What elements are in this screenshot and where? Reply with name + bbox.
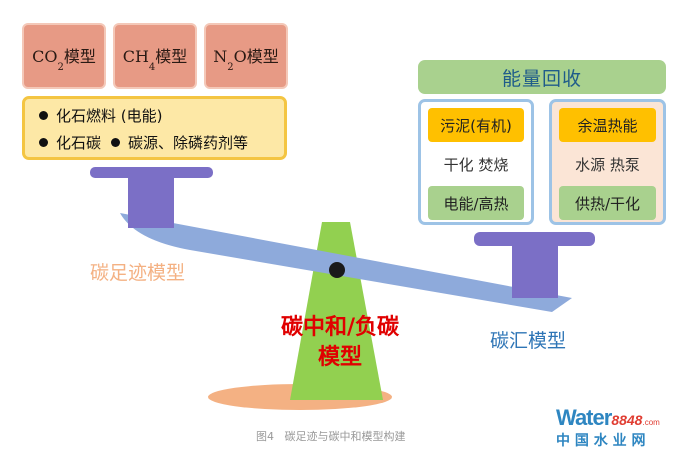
ch4-model-label: CH4模型 xyxy=(122,46,188,74)
balance-beam xyxy=(120,213,572,312)
heat-panel: 余温热能 水源 热泵 供热/干化 xyxy=(549,99,666,225)
sludge-process-text: 干化 焚烧 xyxy=(443,156,509,174)
carbon-neutral-label: 碳中和/负碳 模型 xyxy=(280,315,400,370)
fossil-carbon-label: 化石碳 xyxy=(56,134,102,152)
heat-pump-text: 水源 热泵 xyxy=(575,156,640,174)
carbon-footprint-text: 碳足迹模型 xyxy=(90,262,186,284)
residual-heat-chip: 余温热能 xyxy=(559,108,656,142)
watermark-cn-text: 中 国 水 业 网 xyxy=(556,433,646,449)
sludge-chip: 污泥(有机) xyxy=(428,108,524,142)
pivot-dot xyxy=(329,262,345,278)
fulcrum-cone xyxy=(290,222,383,400)
power-heat-label: 电能/高热 xyxy=(443,194,509,213)
carbon-sink-text: 碳汇模型 xyxy=(490,330,567,352)
figure-caption: 图4 碳足迹与碳中和模型构建 xyxy=(256,430,406,443)
bullet-icon xyxy=(111,138,121,147)
heating-drying-label: 供热/干化 xyxy=(574,194,641,213)
sludge-label: 污泥(有机) xyxy=(440,116,512,135)
left-stand-top xyxy=(90,167,213,178)
sludge-panel: 污泥(有机) 干化 焚烧 电能/高热 xyxy=(418,99,534,225)
fuel-item-label: 化石燃料 (电能) xyxy=(56,107,163,125)
n2o-model-box: N2O模型 xyxy=(204,23,288,89)
carbon-sink-label: 碳汇模型 xyxy=(490,326,566,353)
watermark-brand: Water xyxy=(556,405,612,430)
co2-model-label: CO2模型 xyxy=(32,46,96,74)
right-stand-top xyxy=(474,232,595,246)
bullet-row-fuel: 化石燃料 (电能) xyxy=(39,102,284,129)
emission-sources-box: 化石燃料 (电能) 化石碳 碳源、除磷药剂等 xyxy=(22,96,287,160)
energy-recovery-title: 能量回收 xyxy=(418,60,666,94)
bullet-icon xyxy=(39,111,48,120)
sludge-process-label: 干化 焚烧 xyxy=(421,154,531,175)
power-heat-chip: 电能/高热 xyxy=(428,186,524,220)
watermark-number: 8848 xyxy=(611,412,643,428)
bullet-row-carbon: 化石碳 碳源、除磷药剂等 xyxy=(39,129,284,156)
carbon-footprint-label: 碳足迹模型 xyxy=(90,258,185,285)
co2-model-box: CO2模型 xyxy=(22,23,106,89)
heating-drying-chip: 供热/干化 xyxy=(559,186,656,220)
energy-recovery-title-text: 能量回收 xyxy=(501,67,582,90)
ch4-model-box: CH4模型 xyxy=(113,23,197,89)
bullet-icon xyxy=(39,138,48,147)
carbon-source-label: 碳源、除磷药剂等 xyxy=(128,134,249,152)
watermark-domain: .com xyxy=(642,418,660,427)
right-stand-post xyxy=(512,246,558,298)
watermark-logo: Water 8848 .com 中 国 水 业 网 xyxy=(556,405,676,451)
n2o-model-label: N2O模型 xyxy=(213,46,279,74)
left-stand-post xyxy=(128,178,174,228)
heat-pump-label: 水源 热泵 xyxy=(552,154,663,175)
residual-heat-label: 余温热能 xyxy=(577,116,638,135)
